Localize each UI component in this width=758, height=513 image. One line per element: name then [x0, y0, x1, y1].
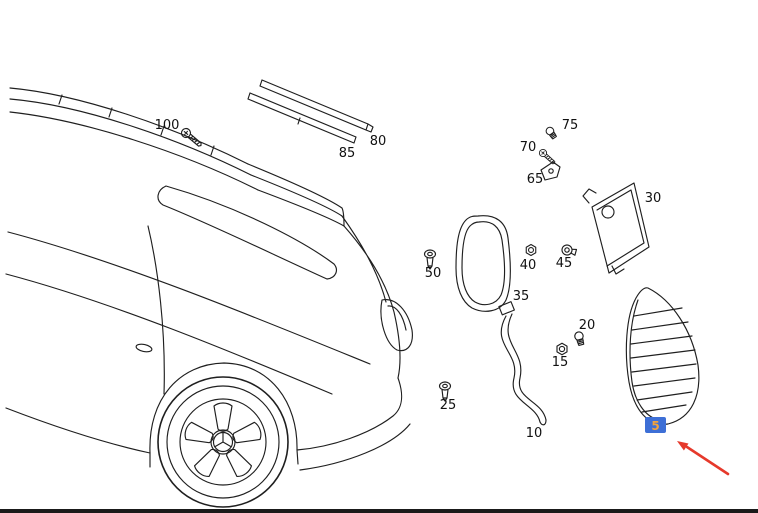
rear-wheel: [157, 376, 289, 508]
part-label-70: 70: [520, 140, 537, 155]
car-rocker-line: [5, 407, 151, 454]
pointer-arrow-shaft: [685, 445, 730, 476]
part-seal-35: [455, 215, 511, 312]
part-label-100: 100: [155, 118, 180, 133]
car-wheel-arch: [149, 362, 298, 454]
pointer-arrowhead: [677, 441, 689, 451]
part-labels: 100 85 80 75 70 65 30 50 40 45 35 20 15 …: [155, 118, 662, 441]
part-label-85: 85: [339, 146, 356, 161]
part-harness-10: [498, 301, 547, 426]
wheel-spoke: [213, 402, 233, 432]
part-label-80: 80: [370, 134, 387, 149]
part-nut-40: [525, 243, 537, 257]
highlight-5-background[interactable]: [645, 417, 666, 433]
part-label-10: 10: [526, 426, 543, 441]
lens-ribs: [630, 307, 697, 413]
mercedes-star-icon: [214, 431, 232, 448]
car-quarter-window: [157, 185, 337, 280]
part-label-30: 30: [645, 191, 662, 206]
part-tail-lamp-lens-5: [625, 287, 700, 425]
car-door-seam: [147, 225, 165, 395]
tire-outer: [157, 376, 289, 508]
part-bulb-75: [544, 125, 559, 141]
hub: [210, 429, 236, 455]
part-label-5[interactable]: 5: [651, 419, 659, 433]
car-tail-lamp-outline: [380, 299, 413, 352]
part-label-45: 45: [556, 256, 573, 271]
part-nut-15: [556, 342, 568, 356]
part-label-25: 25: [440, 398, 457, 413]
exploded-parts: [179, 79, 700, 426]
part-panel-30: [582, 182, 650, 275]
part-screw-100: [179, 126, 205, 150]
tire-inner: [166, 385, 280, 499]
part-label-50: 50: [425, 266, 442, 281]
car-rear-bumper: [149, 377, 411, 471]
highlighted-part-5[interactable]: 5: [645, 417, 666, 433]
car-illustration: [5, 87, 413, 508]
part-bracket-65: [540, 161, 561, 181]
part-label-65: 65: [527, 172, 544, 187]
part-label-75: 75: [562, 118, 579, 133]
bottom-rule: [0, 509, 758, 513]
rim: [179, 398, 267, 486]
part-roof-strip-80: [259, 79, 374, 133]
part-label-40: 40: [520, 258, 537, 273]
part-label-15: 15: [552, 355, 569, 370]
part-label-20: 20: [579, 318, 596, 333]
car-body-creases: [5, 231, 371, 395]
pointer-arrow: [677, 441, 730, 476]
part-label-35: 35: [513, 289, 530, 304]
car-roof-rails: [9, 87, 259, 191]
car-rear-roof: [247, 163, 345, 227]
part-roof-strip-85: [247, 92, 357, 144]
car-tailgate-edge: [341, 215, 401, 379]
car-door-handle: [135, 343, 153, 353]
part-bulb-20: [573, 330, 586, 347]
